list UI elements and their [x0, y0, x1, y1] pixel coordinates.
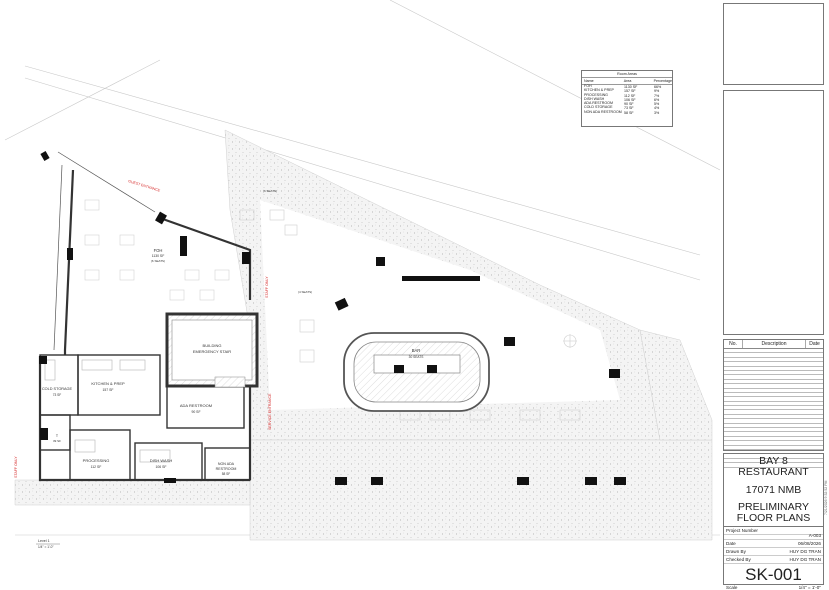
- schedule-col-percentage: Percentage: [653, 79, 672, 83]
- drawn-by: HUY DG TRAN: [789, 549, 821, 554]
- room-area-dish-wash: 106 SF: [156, 465, 167, 469]
- revisions-col-no: No.: [724, 340, 743, 348]
- title-block: No. Description Date BAY 8 RESTAURANT 17…: [720, 0, 828, 590]
- room-label-kitchen: KITCHEN & PREP: [91, 381, 125, 386]
- floor-plan-drawing: FOH 1130 SF (6 SEATS) KITCHEN & PREP 157…: [4, 0, 720, 549]
- paving-area-right: [639, 329, 713, 441]
- revisions-col-description: Description: [743, 340, 806, 348]
- sheet-number: SK-001: [745, 565, 802, 584]
- level-tag: Level 1 1/4" = 1'-0": [36, 539, 60, 549]
- sheet-name-line1: PRELIMINARY: [738, 501, 809, 513]
- schedule-title: Room Areas: [582, 71, 672, 78]
- room-label-processing: PROCESSING: [83, 458, 110, 463]
- paving-area-lower: [249, 439, 713, 541]
- room-area-non-ada: 58 SF: [222, 472, 231, 476]
- level-name: Level 1: [38, 539, 50, 543]
- room-area-small: 39 SF: [53, 439, 61, 443]
- print-timestamp: 7/21/2026 9:32:52 PM: [824, 480, 828, 515]
- sheet-name-line2: FLOOR PLANS: [736, 512, 811, 524]
- revisions-table: No. Description Date: [723, 339, 824, 468]
- project-info-panel: Project Number A-003 Date 06/08/2026 Dra…: [723, 527, 824, 590]
- structural-columns: [39, 151, 626, 485]
- sheet-date: 06/08/2026: [798, 541, 821, 546]
- back-of-house-walls: [39, 354, 251, 481]
- room-label-stair-1: BUILDING: [203, 343, 222, 348]
- seats-label-4: (4 SEATS): [298, 290, 312, 294]
- room-area-foh: 1130 SF: [152, 254, 165, 258]
- project-name-panel: BAY 8 RESTAURANT 17071 NMB PRELIMINARY F…: [723, 453, 824, 527]
- bar-counter: [343, 332, 490, 412]
- room-label-non-ada-1: NON ADA: [218, 462, 235, 466]
- project-name-line1: BAY 8: [759, 455, 788, 467]
- revisions-col-date: Date: [809, 341, 820, 347]
- room-area-ada-restroom: 90 SF: [191, 410, 200, 414]
- room-area-processing: 112 SF: [91, 465, 102, 469]
- staff-only-label: STAFF ONLY: [265, 276, 269, 298]
- level-scale: 1/4" = 1'-0": [38, 545, 54, 549]
- room-label-ada-restroom: ADA RESTROOM: [180, 403, 212, 408]
- room-note-foh: (6 SEATS): [151, 259, 165, 263]
- title-block-middle-panel: [723, 90, 824, 335]
- project-address: 17071 NMB: [745, 484, 802, 496]
- project-number-row: Project Number: [724, 527, 823, 535]
- room-label-dish-wash: DISH WASH: [150, 458, 173, 463]
- checked-by-row: Checked By HUY DG TRAN: [724, 557, 823, 564]
- outdoor-tables: [239, 209, 581, 421]
- date-row: Date 06/08/2026: [724, 541, 823, 548]
- room-label-stair-2: EMERGENCY STAIR: [193, 349, 231, 354]
- room-label-foh: FOH: [154, 248, 163, 253]
- room-seats-bar: 30 SEATS: [409, 355, 424, 359]
- room-area-kitchen: 157 SF: [103, 388, 114, 392]
- guest-entrance-label: GUEST ENTRANCE: [128, 179, 161, 193]
- schedule-col-name: Name: [584, 79, 594, 83]
- project-number: A-003: [808, 533, 821, 538]
- title-block-top-panel: [723, 3, 824, 85]
- foh-tables: [84, 199, 230, 301]
- schedule-header: Name Area Percentage: [582, 78, 672, 85]
- sidewalk-strip: [14, 479, 251, 506]
- room-area-cold-storage: 73 SF: [53, 393, 62, 397]
- room-label-bar: BAR: [412, 348, 421, 353]
- revisions-header: No. Description Date: [724, 340, 823, 349]
- room-label-cold-storage: COLD STORAGE: [42, 387, 73, 391]
- room-label-small: T: [56, 434, 59, 438]
- schedule-col-area: Area: [623, 79, 632, 83]
- checked-by: HUY DG TRAN: [789, 557, 821, 562]
- project-name-line2: RESTAURANT: [738, 466, 809, 478]
- staff-only-label-2: STAFF ONLY: [14, 456, 18, 478]
- room-label-non-ada-2: RESTROOM: [216, 467, 237, 471]
- drawn-by-row: Drawn By HUY DG TRAN: [724, 549, 823, 556]
- service-entrance-label: SERVICE ENTRANCE: [268, 393, 272, 430]
- seats-label-6: (6 SEATS): [263, 189, 277, 193]
- room-labels: FOH 1130 SF (6 SEATS) KITCHEN & PREP 157…: [42, 189, 423, 476]
